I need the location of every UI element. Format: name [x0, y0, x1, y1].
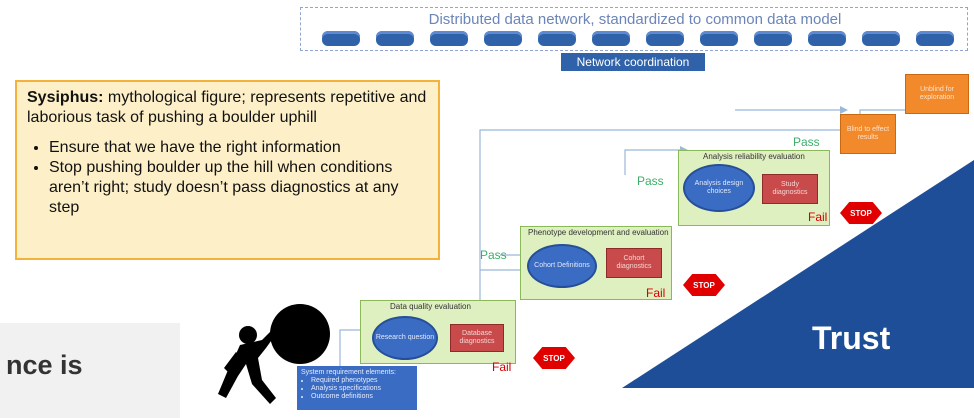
database-icon: [376, 31, 414, 46]
pass-label: Pass: [793, 135, 820, 149]
network-title: Distributed data network, standardized t…: [428, 11, 842, 28]
database-icon: [754, 31, 792, 46]
bullet-item: Ensure that we have the right informatio…: [49, 138, 428, 158]
boulder-icon: [270, 304, 330, 364]
stop-sign: STOP: [533, 347, 575, 369]
network-banner: Distributed data network, standardized t…: [300, 7, 968, 51]
network-coordination-label: Network coordination: [561, 53, 705, 71]
sysiphus-callout: Sysiphus: mythological figure; represent…: [15, 80, 440, 260]
sysiphus-bullets: Ensure that we have the right informatio…: [27, 138, 428, 218]
cohort-definitions-node: Cohort Definitions: [527, 244, 597, 288]
stage-title: Data quality evaluation: [390, 302, 471, 311]
unblind-node: Unblind for exploration: [905, 74, 969, 114]
stage-title: Analysis reliability evaluation: [703, 152, 805, 161]
sysiphus-definition-text: mythological figure; represents repetiti…: [27, 89, 427, 126]
bullet-item: Stop pushing boulder up the hill when co…: [49, 158, 428, 218]
person-pushing-icon: [218, 326, 276, 404]
note-item: Analysis specifications: [311, 385, 413, 393]
study-diagnostics-node: Study diagnostics: [762, 174, 818, 204]
system-requirements-note: System requirement elements: Required ph…: [297, 366, 417, 410]
pass-label: Pass: [480, 248, 507, 262]
stage-title: Phenotype development and evaluation: [528, 228, 669, 237]
database-icon: [592, 31, 630, 46]
sysiphus-term: Sysiphus:: [27, 89, 104, 106]
stop-sign: STOP: [840, 202, 882, 224]
database-icon: [322, 31, 360, 46]
note-item: Outcome definitions: [311, 393, 413, 401]
database-icon: [916, 31, 954, 46]
database-icon: [538, 31, 576, 46]
fail-label: Fail: [808, 210, 828, 224]
cohort-diagnostics-node: Cohort diagnostics: [606, 248, 662, 278]
stop-sign: STOP: [683, 274, 725, 296]
fail-label: Fail: [492, 360, 512, 374]
note-item: Required phenotypes: [311, 377, 413, 385]
fail-label: Fail: [646, 286, 666, 300]
database-diagnostics-node: Database diagnostics: [450, 324, 504, 352]
note-heading: System requirement elements:: [301, 369, 396, 376]
note-list: Required phenotypes Analysis specificati…: [301, 377, 413, 401]
research-question-node: Research question: [372, 316, 438, 360]
background-slide-text: nce is: [6, 350, 83, 380]
background-slide-card: [0, 323, 180, 418]
analysis-design-node: Analysis design choices: [683, 164, 755, 212]
database-icon: [862, 31, 900, 46]
database-icon: [430, 31, 468, 46]
trust-label: Trust: [812, 320, 891, 356]
sysiphus-definition: Sysiphus: mythological figure; represent…: [27, 88, 428, 128]
pass-label: Pass: [637, 174, 664, 188]
blind-results-node: Blind to effect results: [840, 114, 896, 154]
database-icon: [646, 31, 684, 46]
database-icon: [808, 31, 846, 46]
database-icon: [484, 31, 522, 46]
trust-triangle: [622, 160, 974, 388]
database-icon: [700, 31, 738, 46]
